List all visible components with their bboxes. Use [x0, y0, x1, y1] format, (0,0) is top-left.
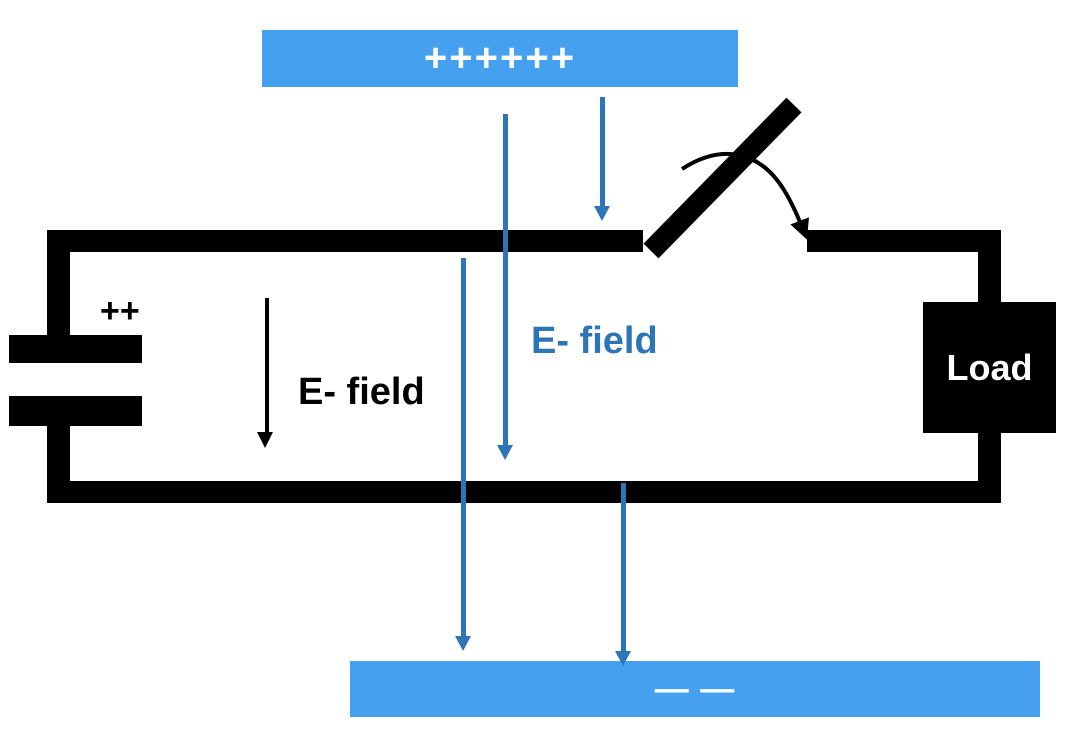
switch-blade: [643, 97, 802, 259]
switch-closing-arrow: [680, 151, 810, 240]
blue-field-arrow-top-short-line: [600, 97, 605, 206]
blue-field-arrow-top-long-line: [503, 114, 508, 445]
blue-field-arrow-top-short-head: [594, 206, 610, 221]
blue-field-arrow-top-long-head: [497, 445, 513, 460]
e-field-arrow-black-line: [265, 298, 269, 432]
blue-field-arrow-middle-long-head: [455, 636, 471, 651]
top-charged-plate: ++++++: [262, 30, 738, 87]
battery-plate-positive: [9, 335, 142, 363]
battery-plate-negative: [9, 396, 142, 426]
blue-field-arrow-middle-long-line: [461, 258, 466, 636]
load-label: Load: [946, 346, 1033, 388]
circuit-wire-top-right: [807, 230, 1001, 252]
bottom-charged-plate: — —: [350, 661, 1040, 717]
load-box: Load: [923, 302, 1056, 433]
circuit-wire-right-lower: [978, 432, 1001, 503]
e-field-label-black: E- field: [298, 371, 425, 413]
e-field-label-blue: E- field: [531, 320, 658, 362]
circuit-wire-left-upper: [47, 230, 70, 336]
circuit-wire-bottom: [47, 481, 1001, 503]
blue-field-arrow-bottom-head: [615, 651, 631, 666]
circuit-wire-left-lower: [47, 425, 70, 503]
e-field-arrow-black-head: [257, 432, 273, 448]
blue-field-arrow-bottom-line: [621, 483, 626, 651]
battery-polarity-label: ++: [100, 292, 140, 330]
circuit-wire-top-left: [47, 230, 643, 252]
top-plate-charge-label: ++++++: [423, 36, 577, 80]
bottom-plate-charge-label: — —: [654, 669, 736, 708]
circuit-wire-right-upper: [978, 230, 1001, 303]
